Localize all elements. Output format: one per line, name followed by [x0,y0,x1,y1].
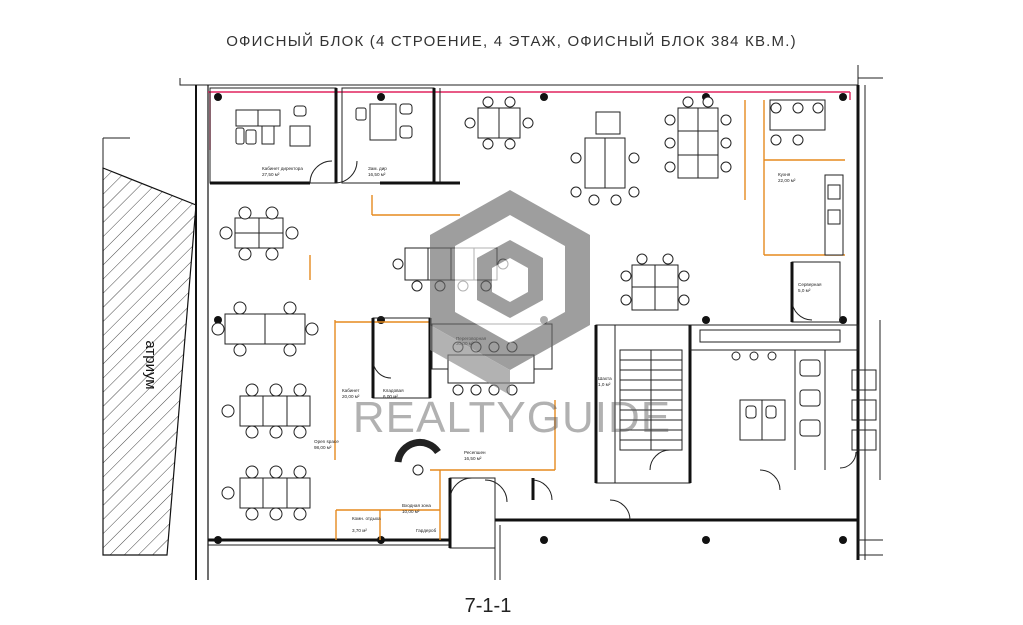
server-area: 5,0 м² [798,288,811,293]
shaft-label: Шахта [598,376,612,381]
atrium-area [102,167,197,556]
watermark-text: REALTYGUIDE [353,393,671,442]
mother-room-area: 3,70 м² [352,528,367,533]
reception-area: 16,50 м² [464,456,482,461]
entry-zone: Комн. отдыха 3,70 м² Входная зона 10,00 … [352,477,631,549]
director-area: 27,50 м² [262,172,280,177]
desk-cluster-top [392,96,732,311]
executive-offices: Кабинет директора 27,50 м² Зам. дир 16,5… [209,87,460,185]
openspace-area: 98,00 м² [314,445,332,450]
outer-walls [179,65,883,580]
cabinet-label: Кабинет [342,388,360,393]
reception-label: Ресепшен [464,450,486,455]
kitchen-label: Кухня [778,172,791,177]
plan-number: 7-1-1 [465,595,512,617]
cabinet-area: 20,00 м² [342,394,360,399]
reception: Ресепшен 16,50 м² [394,439,486,476]
wardrobe-label: Гардероб [416,528,437,533]
plan-title: ОФИСНЫЙ БЛОК (4 СТРОЕНИЕ, 4 ЭТАЖ, ОФИСНЫ… [226,33,797,50]
deputy-label: Зам. дир [368,166,387,171]
server-room: Серверная 5,0 м² [790,261,841,323]
atrium-label: атриум [142,340,159,389]
entry-label: Входная зона [402,503,431,508]
storage-label: Кладовая [383,388,404,393]
entry-area: 10,00 м² [402,509,420,514]
deputy-area: 16,50 м² [368,172,386,177]
storage-area: 6,00 м² [383,394,398,399]
kitchen-area: 22,00 м² [778,178,796,183]
server-label: Серверная [798,282,822,287]
toilet-block [689,324,877,491]
kitchen: Кухня 22,00 м² [769,99,844,256]
orange-partitions [309,100,845,540]
mother-room-label: Комн. отдыха [352,516,381,521]
shaft-area: 1,0 м² [598,382,611,387]
openspace-label: Open space [314,439,339,444]
stairwell-core: Шахта 1,0 м² [594,324,692,484]
watermark-logo [430,190,590,395]
director-label: Кабинет директора [262,166,303,171]
desk-cluster-left: Open space 98,00 м² [211,206,339,521]
